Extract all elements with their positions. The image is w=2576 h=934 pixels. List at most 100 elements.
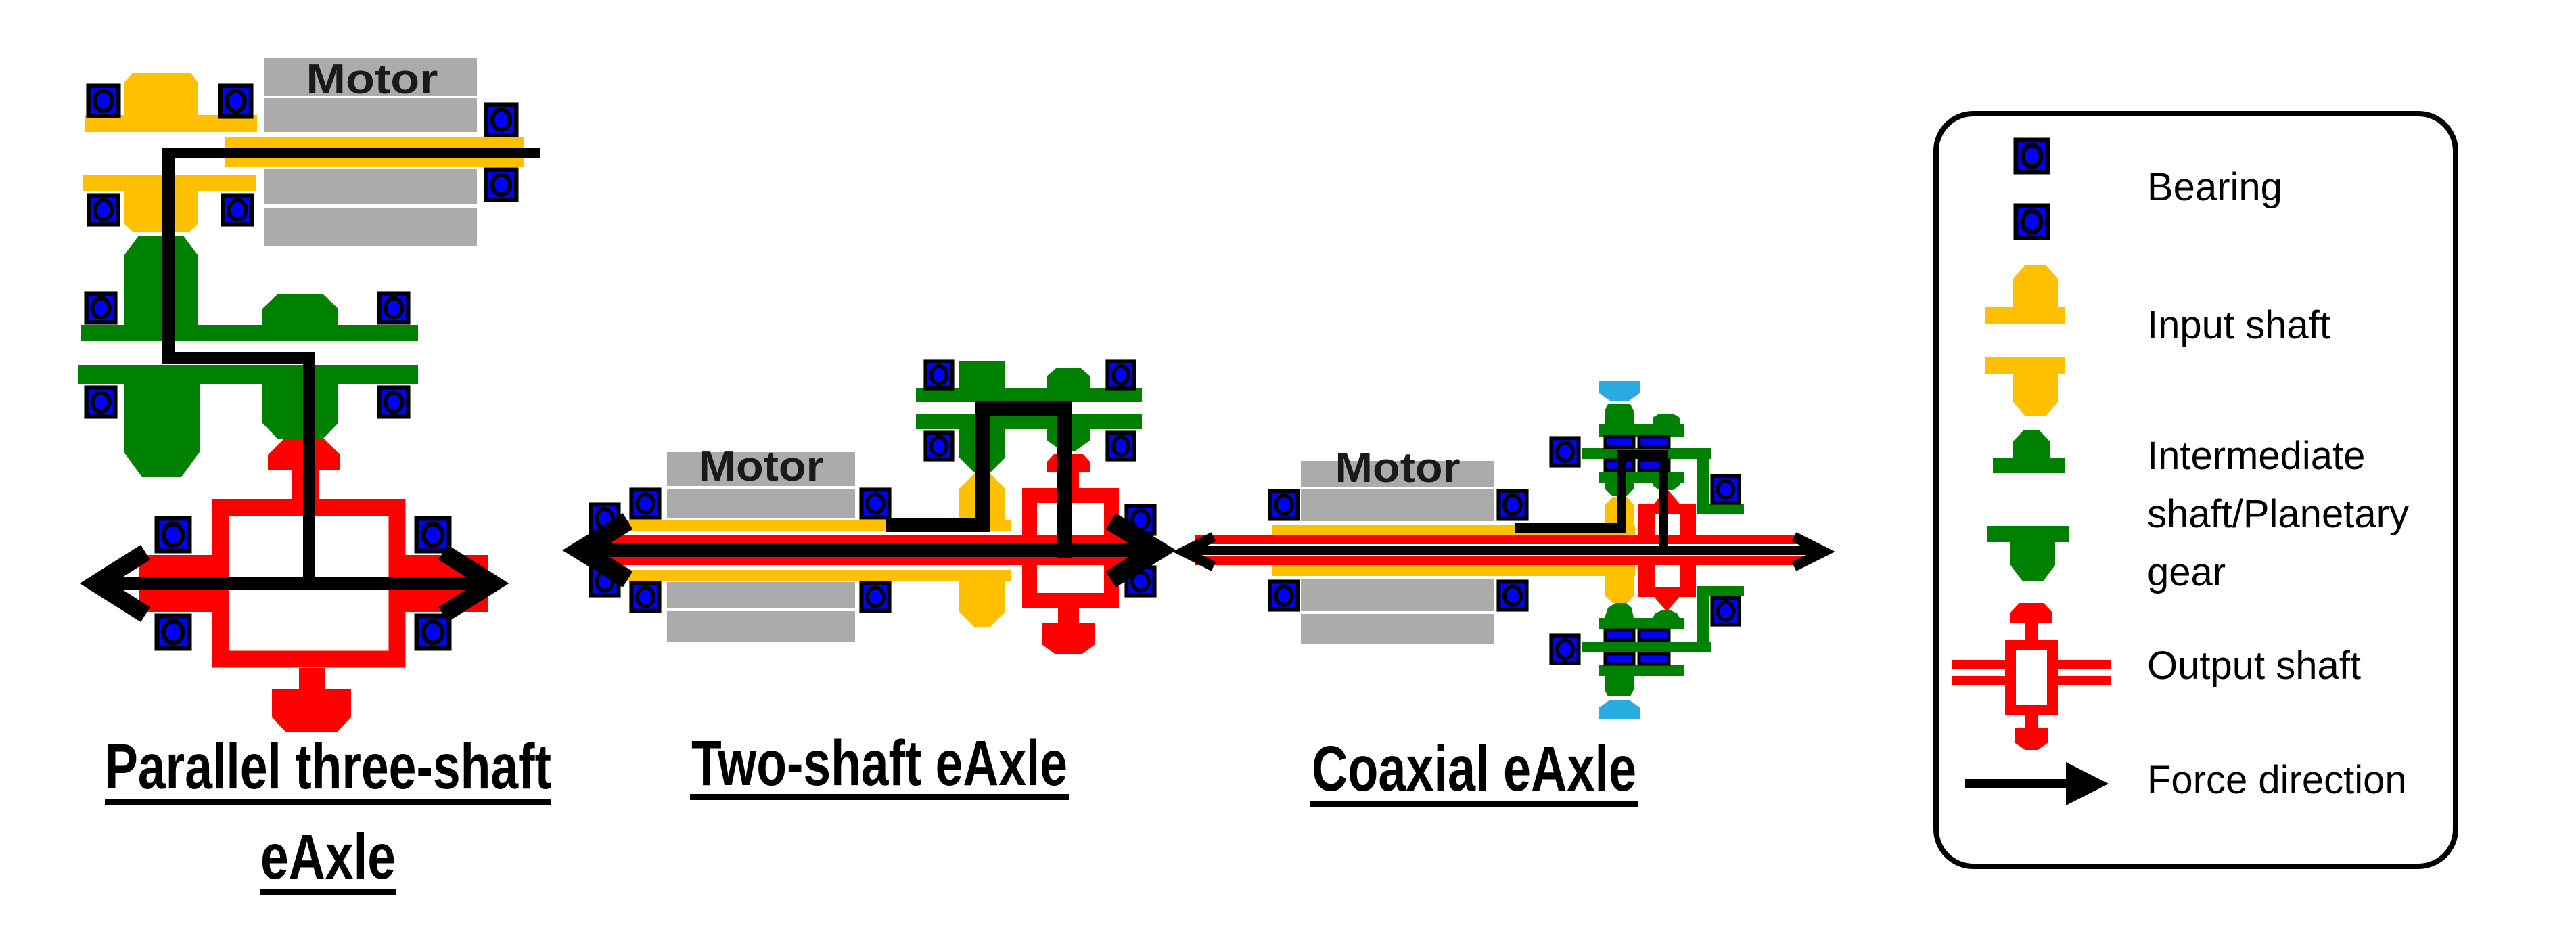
intermediate-bar xyxy=(916,414,1142,429)
input-shaft-rod xyxy=(625,570,1011,581)
bearing-icon xyxy=(486,105,517,135)
bearing-icon xyxy=(631,583,659,610)
force-path xyxy=(79,148,540,622)
legend-label: shaft/Planetary xyxy=(2147,492,2409,536)
input-gear xyxy=(959,581,1005,627)
bearing-icon xyxy=(1498,491,1526,518)
carrier-foot xyxy=(1697,586,1744,596)
bearing-icon xyxy=(87,388,116,417)
input-shaft-rod xyxy=(1272,565,1635,576)
planetary-gear-lower xyxy=(1582,586,1744,719)
output-down-bar xyxy=(1042,623,1095,636)
input-shaft-icon xyxy=(1985,357,2065,374)
intermediate-shaft xyxy=(78,236,418,477)
intermediate-gear xyxy=(124,384,200,477)
intermediate-shaft-planetary-gear-icon xyxy=(1993,458,2065,473)
legend-item-input-shaft: Input shaft xyxy=(1985,265,2330,416)
output-down-bar xyxy=(272,689,351,707)
legend-label: Input shaft xyxy=(2147,303,2330,347)
bearing-icon xyxy=(861,489,889,517)
output-shaft-icon xyxy=(2010,603,2052,623)
output-link xyxy=(1638,565,1655,587)
axle-force-line xyxy=(590,543,1150,557)
force-arrowhead-right xyxy=(1791,532,1835,571)
bearing-icon xyxy=(486,170,517,200)
legend: Bearing Input shaft Intermediate shaft/P… xyxy=(1933,111,2458,869)
intermediate-shaft-planetary-gear-icon xyxy=(2010,542,2055,581)
legend-item-bearing: Bearing xyxy=(2016,140,2282,238)
legend-label: gear xyxy=(2147,550,2226,594)
sun-gear xyxy=(1605,404,1634,424)
output-shaft-line xyxy=(590,557,1150,565)
input-gear xyxy=(1605,576,1634,603)
planet-gear xyxy=(1653,414,1680,424)
force-arrowhead-left xyxy=(1172,532,1216,571)
caption-underline xyxy=(1310,801,1638,807)
legend-label: Force direction xyxy=(2147,758,2407,802)
force-direction-icon xyxy=(2066,762,2109,805)
bearing-icon xyxy=(2016,206,2048,238)
bearing-icon xyxy=(1107,361,1134,388)
force-arrowhead-right xyxy=(438,545,509,622)
intermediate-bar xyxy=(80,325,418,341)
intermediate-gear xyxy=(262,384,338,439)
output-link xyxy=(1680,514,1696,535)
legend-label: Bearing xyxy=(2147,165,2282,209)
motor-bar xyxy=(1301,614,1494,644)
output-shaft-icon xyxy=(2005,640,2058,715)
caption-two-shaft: Two-shaft eAxle xyxy=(691,728,1067,799)
diagram-coaxial-eaxle: Motor Coaxial eAxle xyxy=(1172,381,1835,807)
legend-label: Output shaft xyxy=(2147,644,2361,688)
output-shaft-icon xyxy=(2025,715,2038,728)
motor-bar xyxy=(667,582,855,608)
carrier-foot xyxy=(1697,504,1744,514)
force-path xyxy=(562,401,1176,587)
force-arrowhead-right xyxy=(1105,513,1176,587)
legend-item-intermediate: Intermediate shaft/Planetary gear xyxy=(1987,430,2409,594)
bearing-icon xyxy=(1603,652,1636,666)
bearing-icon xyxy=(861,583,889,610)
motor-bar xyxy=(1301,579,1494,611)
motor-bar xyxy=(667,489,855,518)
legend-item-output-shaft: Output shaft xyxy=(1952,603,2361,750)
output-down-stem xyxy=(1058,608,1079,624)
intermediate-gear xyxy=(1046,368,1090,388)
force-line xyxy=(1617,450,1626,533)
bearing-icon xyxy=(925,361,952,388)
force-line xyxy=(1057,401,1072,558)
caption-parallel-line2: eAxle xyxy=(260,821,396,893)
motor-bar xyxy=(264,208,477,246)
intermediate-shaft-planetary-gear-icon xyxy=(2013,430,2050,458)
output-down-tail xyxy=(272,707,351,732)
bearing-icon xyxy=(89,86,119,116)
carrier-bar xyxy=(1582,642,1711,652)
planetary-bar xyxy=(1598,472,1684,483)
motor-bar xyxy=(667,611,855,642)
axle-force-line xyxy=(101,577,488,590)
bearing-icon xyxy=(89,196,118,225)
intermediate-shaft-planetary-gear-icon xyxy=(1987,526,2069,542)
caption-coaxial: Coaxial eAxle xyxy=(1312,733,1636,805)
axle-force-line xyxy=(1185,546,1820,555)
bearing-icon xyxy=(2016,140,2048,172)
carrier-leg xyxy=(1697,586,1709,652)
output-shaft-icon xyxy=(2058,676,2111,685)
force-line xyxy=(1617,450,1668,459)
motor xyxy=(667,452,855,642)
carrier-leg xyxy=(1697,448,1709,514)
legend-label: Intermediate xyxy=(2147,434,2365,478)
bearing-icon xyxy=(1712,476,1739,502)
bearing-icon xyxy=(223,196,252,225)
motor xyxy=(264,58,477,246)
intermediate-bar xyxy=(78,365,418,384)
caption-underline xyxy=(260,889,396,895)
force-line xyxy=(886,518,990,532)
force-direction-icon xyxy=(1965,779,2077,788)
planetary-bar xyxy=(1598,665,1684,676)
intermediate-gear xyxy=(262,294,338,325)
motor-bar xyxy=(264,98,477,132)
bearing-icon xyxy=(1637,628,1671,642)
output-shaft-icon xyxy=(2015,736,2048,750)
ring-mount xyxy=(1598,700,1640,719)
bearing-icon xyxy=(1603,435,1636,449)
